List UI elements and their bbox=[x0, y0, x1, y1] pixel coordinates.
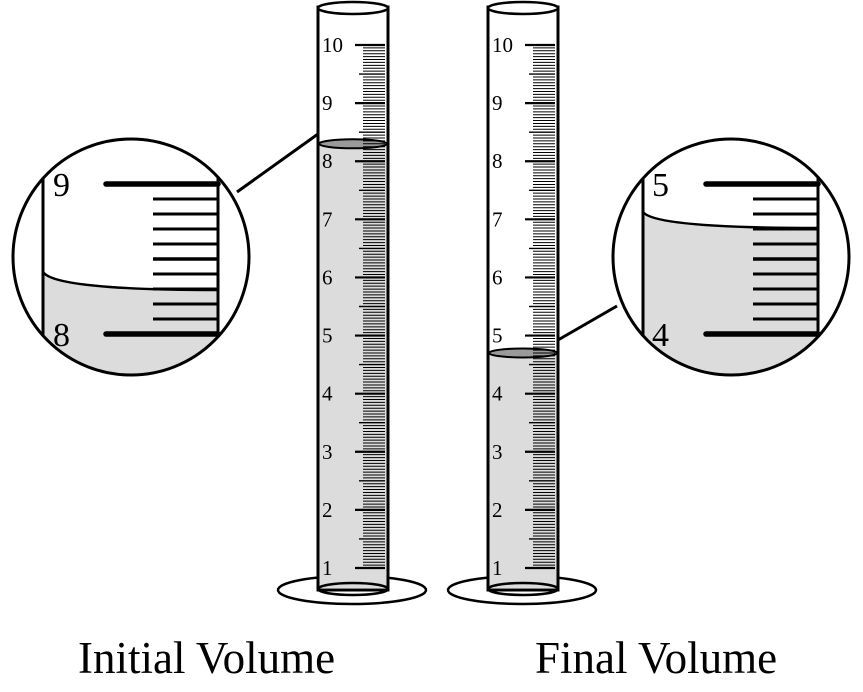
callout-line bbox=[557, 304, 618, 342]
scale-label: 7 bbox=[322, 207, 333, 231]
scale-label: 2 bbox=[492, 498, 503, 522]
scale-label: 10 bbox=[492, 33, 513, 57]
zoom-label-upper: 9 bbox=[53, 167, 70, 204]
scale-label: 5 bbox=[322, 324, 333, 348]
caption-initial-volume: Initial Volume bbox=[78, 633, 336, 683]
scale-label: 1 bbox=[492, 556, 503, 580]
liquid-column bbox=[319, 143, 387, 589]
caption-final-volume: Final Volume bbox=[535, 633, 778, 683]
scale-label: 6 bbox=[492, 265, 503, 289]
scale-label: 3 bbox=[492, 440, 503, 464]
tube-bottom-rim bbox=[486, 581, 560, 597]
cylinder-initial: 1 2 3 4 5 6 7 8 9 10 bbox=[276, 0, 428, 606]
scale-label: 4 bbox=[492, 382, 503, 406]
zoom-callout-initial: 9 8 bbox=[11, 132, 319, 377]
zoom-circle bbox=[11, 137, 251, 377]
cylinder-final: 1 2 3 4 5 6 7 8 9 10 bbox=[446, 0, 598, 606]
tube-bottom-rim bbox=[316, 581, 390, 597]
meniscus bbox=[318, 138, 388, 150]
zoom-label-upper: 5 bbox=[652, 167, 669, 204]
scale-label: 6 bbox=[322, 265, 333, 289]
scale-label: 5 bbox=[492, 324, 503, 348]
meniscus bbox=[488, 347, 558, 359]
scale-label: 1 bbox=[322, 556, 333, 580]
zoom-label-lower: 8 bbox=[53, 317, 70, 354]
scale-label: 9 bbox=[322, 91, 333, 115]
scale-label: 9 bbox=[492, 91, 503, 115]
scale-label: 10 bbox=[322, 33, 343, 57]
scale: 1 2 3 4 5 6 7 8 9 10 bbox=[492, 33, 555, 580]
scale-label: 8 bbox=[322, 149, 333, 173]
tube-top-rim bbox=[316, 0, 390, 16]
scale-label: 2 bbox=[322, 498, 333, 522]
callout-line bbox=[236, 132, 319, 194]
tube-top-rim bbox=[486, 0, 560, 16]
liquid-column bbox=[489, 352, 557, 588]
zoom-circle bbox=[611, 137, 851, 377]
scale-label: 7 bbox=[492, 207, 503, 231]
zoom-callout-final: 5 4 bbox=[557, 137, 851, 377]
scale-label: 8 bbox=[492, 149, 503, 173]
scale-label: 4 bbox=[322, 382, 333, 406]
zoom-liquid bbox=[43, 272, 218, 375]
scale-label: 3 bbox=[322, 440, 333, 464]
zoom-label-lower: 4 bbox=[652, 317, 669, 354]
scale: 1 2 3 4 5 6 7 8 9 10 bbox=[322, 33, 385, 580]
